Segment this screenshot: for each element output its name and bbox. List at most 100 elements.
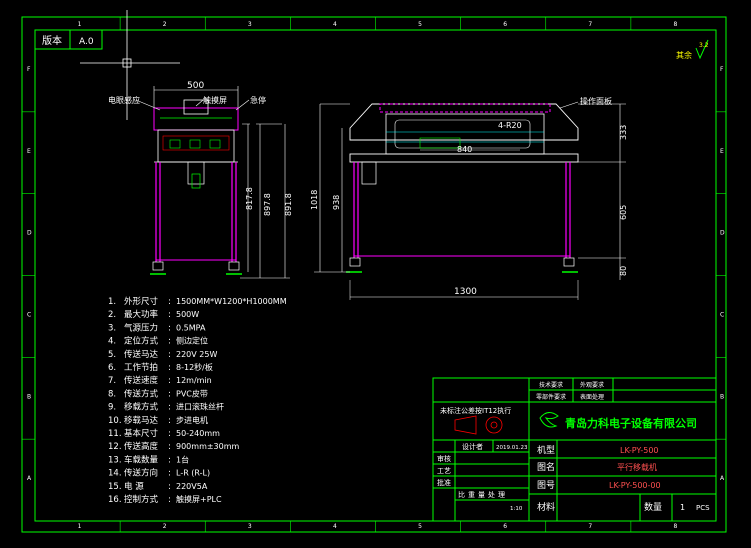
border-letter: D [720,230,725,237]
label-840: 840 [457,145,472,154]
spec-num: 4. [108,337,116,347]
spec-value: PVC皮带 [176,388,208,398]
spec-num: 11. [108,429,122,439]
border-number: 8 [673,21,677,28]
tb-drawing-value: LK-PY-500-00 [609,481,661,490]
border-number: 7 [588,21,592,28]
tb-row2-left: 零部件要求 [536,393,566,401]
tb-sub-label: 理 [498,491,505,499]
border-letter: B [720,393,724,400]
spec-key: 移载方式 [124,402,159,413]
spec-num: 10. [108,416,122,426]
spec-key: 控制方式 [124,494,159,505]
spec-num: 8. [108,389,116,399]
spec-value: 50-240mm [176,429,220,438]
spec-value: 220V5A [176,482,208,491]
callout-estop: 急停 [250,95,266,105]
tb-sub-label: 处 [488,490,495,499]
front-width-dim: 500 [187,81,204,91]
border-number: 3 [248,523,252,530]
border-number: 3 [248,21,252,28]
spec-colon: : [168,416,171,426]
outer-border [21,16,727,533]
spec-key: 电 源 [124,481,144,492]
tb-row2-right: 表面处理 [580,393,604,401]
dim-1018: 1018 [310,190,319,210]
spec-key: 工作节拍 [124,362,158,373]
border-letter: C [720,311,724,318]
company-logo [539,412,559,428]
spec-colon: : [168,455,171,465]
spec-colon: : [168,310,171,320]
tb-qty-label: 数量 [644,501,662,513]
spec-key: 定位方式 [124,336,159,347]
tb-sub-label: 量 [478,491,485,499]
spec-colon: : [168,429,171,439]
spec-num: 16. [108,495,122,505]
spec-colon: : [168,297,171,307]
version-value: A.0 [79,37,94,47]
spec-value: 0.5MPA [176,323,206,332]
spec-value: 220V 25W [176,350,217,359]
projection-symbol [454,415,503,435]
dim-1300: 1300 [454,287,477,297]
tb-company: 青岛力科电子设备有限公司 [565,416,697,430]
spec-num: 1. [108,297,116,307]
spec-colon: : [168,323,171,333]
title-block: 技术要求 外观要求 零部件要求 表面处理 未标注公差按IT12执行 青岛力科电子… [432,377,717,522]
spec-num: 3. [108,323,116,333]
spec-num: 12. [108,442,122,452]
tb-name-label: 图名 [537,461,555,473]
dim-8918: 891.8 [284,193,293,216]
spec-value: L-R (R-L) [176,469,210,478]
spec-key: 传送方式 [124,388,159,399]
spec-num: 5. [108,350,116,360]
spec-key: 最大功率 [124,309,159,320]
tb-sub-label: 比 [458,490,465,499]
tb-name-value: 平行移载机 [617,462,657,472]
spec-num: 7. [108,376,116,386]
spec-value: 进口滚珠丝杆 [176,402,224,412]
dim-8978: 897.8 [263,193,272,216]
border-letter: D [27,230,32,237]
border-number: 2 [163,21,167,28]
spec-value: 1500MM*W1200*H1000MM [176,297,287,306]
callout-screen: 触摸屏 [203,95,227,105]
spec-num: 15. [108,482,122,492]
spec-list: 1.外形尺寸:1500MM*W1200*H1000MM2.最大功率:500W3.… [108,296,287,505]
spec-key: 移载马达 [124,415,159,426]
spec-key: 车载数量 [124,454,159,465]
spec-colon: : [168,350,171,360]
spec-colon: : [168,403,171,413]
border-letter: F [720,66,724,73]
crosshair-cursor [80,10,180,120]
tb-designer: 设计者 [462,442,483,451]
border-number: 6 [503,523,507,530]
border-number: 4 [333,523,337,530]
callout-sensor: 电眼感应 [108,95,140,105]
tb-sub-label: 重 [468,491,475,499]
border-number: 4 [333,21,337,28]
border-number: 5 [418,523,422,530]
border-number: 5 [418,21,422,28]
svg-text:3.2: 3.2 [699,42,709,49]
spec-key: 传送速度 [124,375,159,386]
spec-num: 6. [108,363,116,373]
border-letter: E [27,148,31,155]
dim-938: 938 [332,195,341,210]
border-number: 1 [78,523,82,530]
border-letter: E [720,148,724,155]
tb-date: 2019.01.23 [496,445,528,451]
dim-333: 333 [619,125,628,140]
spec-key: 外形尺寸 [124,296,159,307]
dim-80: 80 [619,266,628,276]
tb-model-label: 机型 [537,444,555,456]
spec-colon: : [168,337,171,347]
border-letter: F [27,66,31,73]
tb-scale: 1:10 [510,506,523,512]
spec-colon: : [168,442,171,452]
border-number: 8 [673,523,677,530]
border-number: 7 [588,523,592,530]
spec-colon: : [168,363,171,373]
